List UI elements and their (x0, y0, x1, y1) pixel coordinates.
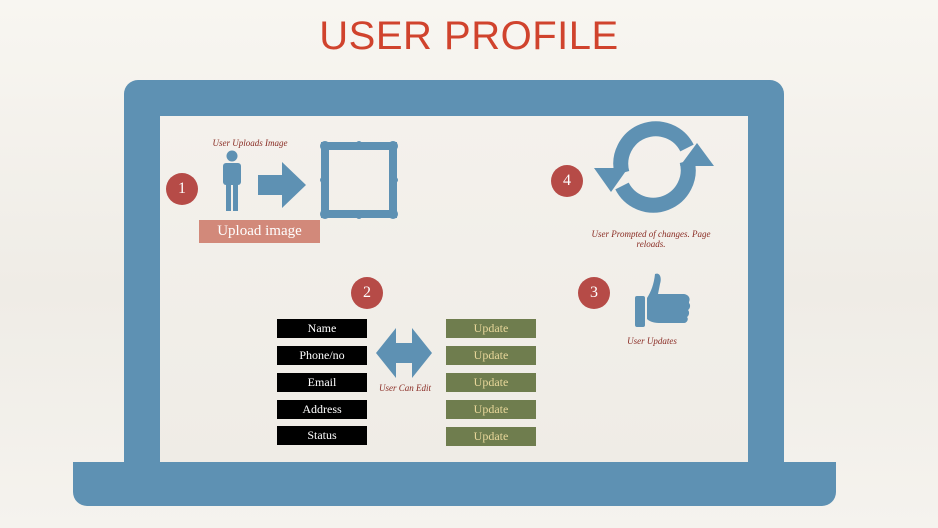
caption-user-can-edit: User Can Edit (378, 383, 431, 393)
step-badge-2: 2 (351, 277, 383, 309)
person-icon (223, 150, 241, 211)
update-button-address[interactable]: Update (446, 400, 536, 419)
step-badge-1: 1 (166, 173, 198, 205)
thumbs-up-icon (635, 273, 691, 327)
laptop-base (73, 462, 836, 506)
caption-user-prompted: User Prompted of changes. Page reloads. (591, 229, 711, 249)
update-button-email[interactable]: Update (446, 373, 536, 392)
caption-user-uploads: User Uploads Image (212, 138, 288, 148)
upload-image-button[interactable]: Upload image (199, 220, 320, 243)
refresh-cycle-icon (594, 121, 714, 213)
field-name: Name (277, 319, 367, 338)
caption-user-updates: User Updates (627, 336, 677, 346)
field-status: Status (277, 426, 367, 445)
field-email: Email (277, 373, 367, 392)
page-title: USER PROFILE (319, 14, 619, 58)
picture-frame-icon (320, 141, 398, 219)
update-button-name[interactable]: Update (446, 319, 536, 338)
step-badge-3: 3 (578, 277, 610, 309)
double-arrow-icon (376, 328, 432, 378)
step-badge-4: 4 (551, 165, 583, 197)
update-button-phone[interactable]: Update (446, 346, 536, 365)
field-phone: Phone/no (277, 346, 367, 365)
update-button-status[interactable]: Update (446, 427, 536, 446)
field-address: Address (277, 400, 367, 419)
arrow-right-icon (258, 162, 306, 208)
